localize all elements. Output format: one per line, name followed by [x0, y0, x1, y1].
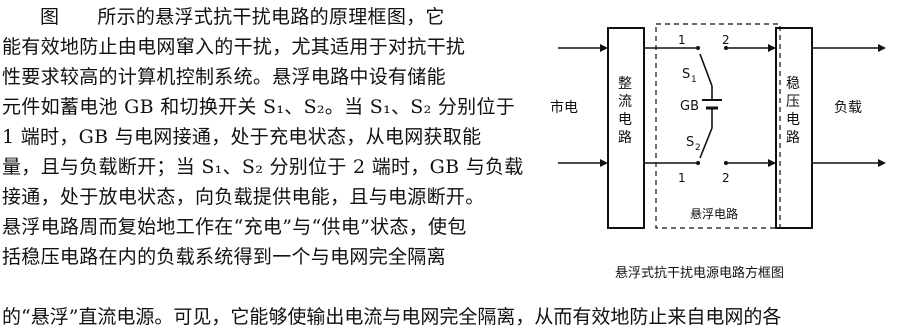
paragraph-line: 图 所示的悬浮式抗干扰电路的原理框图，它: [2, 2, 536, 32]
rectifier-char: 路: [618, 130, 632, 146]
regulator-char: 电: [786, 112, 800, 128]
battery-label: GB: [680, 99, 699, 114]
arrow-icon: [600, 159, 608, 167]
arrow-icon: [600, 44, 608, 52]
arrow-icon: [878, 44, 886, 52]
paragraph-line: 元件如蓄电池 GB 和切换开关 S₁、S₂。当 S₁、S₂ 分别位于: [2, 96, 516, 118]
paragraph-line-last: 的“悬浮”直流电源。可见，它能够使输出电流与电网完全隔离，从而有效地防止来自电网…: [2, 306, 782, 328]
switch-s1-arm: [699, 53, 713, 87]
block-diagram: 市电 整 流 电 路 悬浮电路 1 2 1 2 S 1 GB: [540, 0, 906, 300]
line-text: 所示的悬浮式抗干扰电路的原理框图，它: [97, 6, 445, 28]
switch-contact: [724, 46, 728, 50]
figure-caption: 悬浮式抗干扰电源电路方框图: [615, 266, 785, 281]
terminal-label: 1: [678, 33, 686, 47]
regulator-char: 稳: [786, 76, 800, 92]
body-paragraph: 图 所示的悬浮式抗干扰电路的原理框图，它 能有效地防止由电网窜入的干扰，尤其适用于…: [2, 2, 536, 272]
switch-s1-sub: 1: [691, 75, 697, 85]
terminal-label: 2: [722, 33, 730, 47]
terminal-label: 2: [722, 171, 730, 185]
floating-circuit-label: 悬浮电路: [690, 206, 738, 221]
arrow-icon: [878, 159, 886, 167]
paragraph-line: 性要求较高的计算机控制系统。悬浮电路中设有储能: [2, 66, 446, 88]
paragraph-line: 接通，处于放电状态，向负载提供电能，且与电源断开。: [2, 186, 485, 208]
switch-contact: [696, 161, 700, 165]
rectifier-char: 流: [618, 94, 632, 110]
rectifier-block: [607, 27, 645, 229]
rectifier-char: 整: [618, 76, 632, 92]
paragraph-line: 量，且与负载断开；当 S₁、S₂ 分别位于 2 端时，GB 与负载: [2, 156, 524, 178]
floating-circuit-box: [655, 23, 781, 229]
load-label: 负载: [834, 100, 862, 116]
paragraph-line: 1 端时，GB 与电网接通，处于充电状态，从电网获取能: [2, 126, 482, 148]
switch-s2-arm: [699, 127, 713, 159]
terminal-label: 1: [678, 171, 686, 185]
paragraph-line: 能有效地防止由电网窜入的干扰，尤其适用于对抗干扰: [2, 36, 466, 58]
switch-s2-label: S: [686, 135, 694, 150]
regulator-char: 压: [786, 94, 800, 110]
regulator-block: [775, 27, 813, 229]
switch-s2-sub: 2: [695, 143, 701, 153]
arrow-icon: [768, 44, 776, 52]
switch-s1-label: S: [682, 67, 690, 82]
switch-contact: [696, 46, 700, 50]
rectifier-char: 电: [618, 112, 632, 128]
paragraph-line: 括稳压电路在内的负载系统得到一个与电网完全隔离: [2, 246, 446, 268]
mains-label: 市电: [550, 99, 578, 116]
figure-word: 图: [40, 6, 60, 28]
paragraph-line: 悬浮电路周而复始地工作在“充电”与“供电”状态，使包: [2, 216, 467, 238]
regulator-char: 路: [786, 130, 800, 146]
arrow-icon: [768, 159, 776, 167]
switch-contact: [724, 161, 728, 165]
